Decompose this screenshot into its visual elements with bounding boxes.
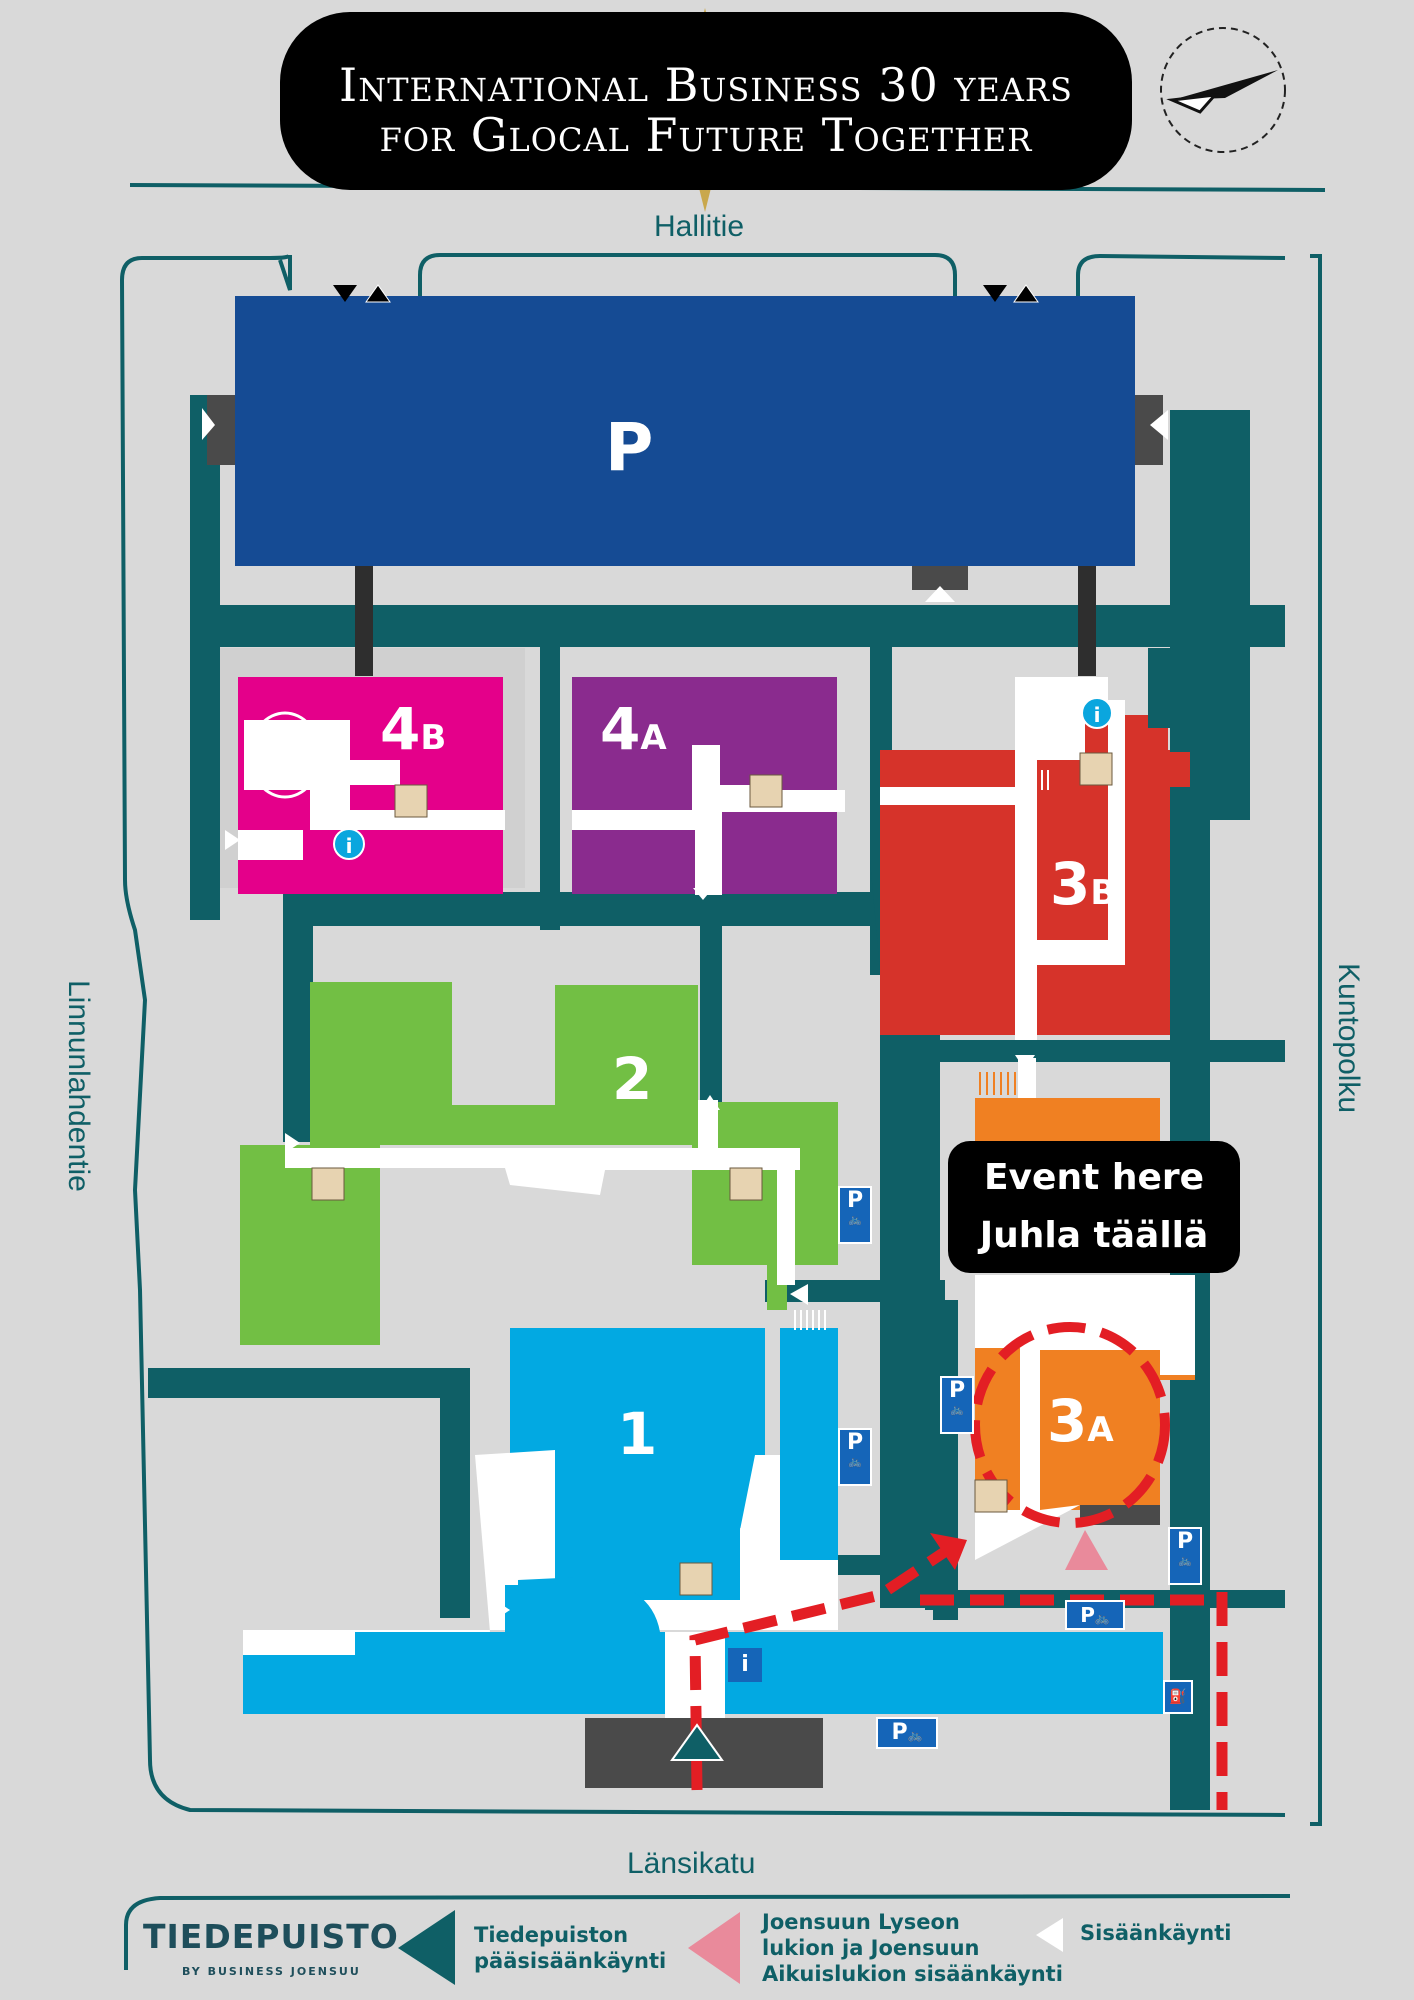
building-3b-label: 3B [1050, 850, 1117, 918]
info-icon: i [333, 828, 365, 860]
info-icon: i [1081, 697, 1113, 729]
legend-main-entrance: Tiedepuiston pääsisäänkäynti [474, 1923, 667, 1973]
building-2 [240, 982, 838, 1345]
legend-entrance-icon [1036, 1918, 1063, 1952]
event-line-1: Event here [983, 1157, 1205, 1198]
building-2-label: 2 [612, 1045, 653, 1113]
parking-label: P [605, 409, 654, 486]
legend-lyseo-entrance-icon [688, 1912, 740, 1984]
parking-building [235, 296, 1135, 566]
parking-sign-icon: P🚲 [1168, 1527, 1202, 1585]
event-circle [970, 1322, 1170, 1528]
parking-sign-icon: P🚲 [1065, 1600, 1125, 1630]
legend-main-entrance-icon [398, 1910, 455, 1985]
parking-sign-icon: P🚲 [876, 1717, 938, 1749]
compass-icon [1160, 27, 1286, 153]
street-bottom: Länsikatu [627, 1847, 756, 1880]
title-line-2: for Glocal Future Together [379, 108, 1033, 162]
parking-sign-icon: P🚲 [838, 1428, 872, 1486]
street-right: Kuntopolku [1332, 963, 1365, 1114]
building-3a-label: 3A [1047, 1387, 1114, 1455]
event-line-2: Juhla täällä [979, 1215, 1209, 1256]
parking-sign-icon: P🚲 [838, 1186, 872, 1244]
legend-entrance: Sisäänkäynti [1080, 1921, 1232, 1945]
parking-sign-icon: P🚲 [940, 1376, 974, 1434]
title-banner: International Business 30 years for Gloc… [280, 12, 1132, 190]
street-left: Linnunlahdentie [62, 980, 95, 1192]
lyseo-entrance-marker [1065, 1530, 1108, 1570]
ev-charging-icon: ⛽ [1163, 1680, 1193, 1714]
info-icon: i [728, 1648, 762, 1682]
building-4b-label: 4B [380, 695, 447, 763]
title-line-1: International Business 30 years [339, 58, 1073, 112]
main-entrance-marker [670, 1723, 724, 1761]
tiedepuisto-logo-sub: BY BUSINESS JOENSUU [182, 1965, 361, 1978]
event-callout: Event here Juhla täällä [948, 1141, 1240, 1273]
tiedepuisto-logo: TIEDEPUISTO [143, 1917, 399, 1956]
building-4a-label: 4A [600, 695, 667, 763]
street-top: Hallitie [654, 210, 745, 243]
legend-lyseo-entrance: Joensuun Lyseon lukion ja Joensuun Aikui… [762, 1910, 1063, 1986]
route-path [689, 1540, 1228, 1810]
building-1-label: 1 [617, 1400, 658, 1468]
